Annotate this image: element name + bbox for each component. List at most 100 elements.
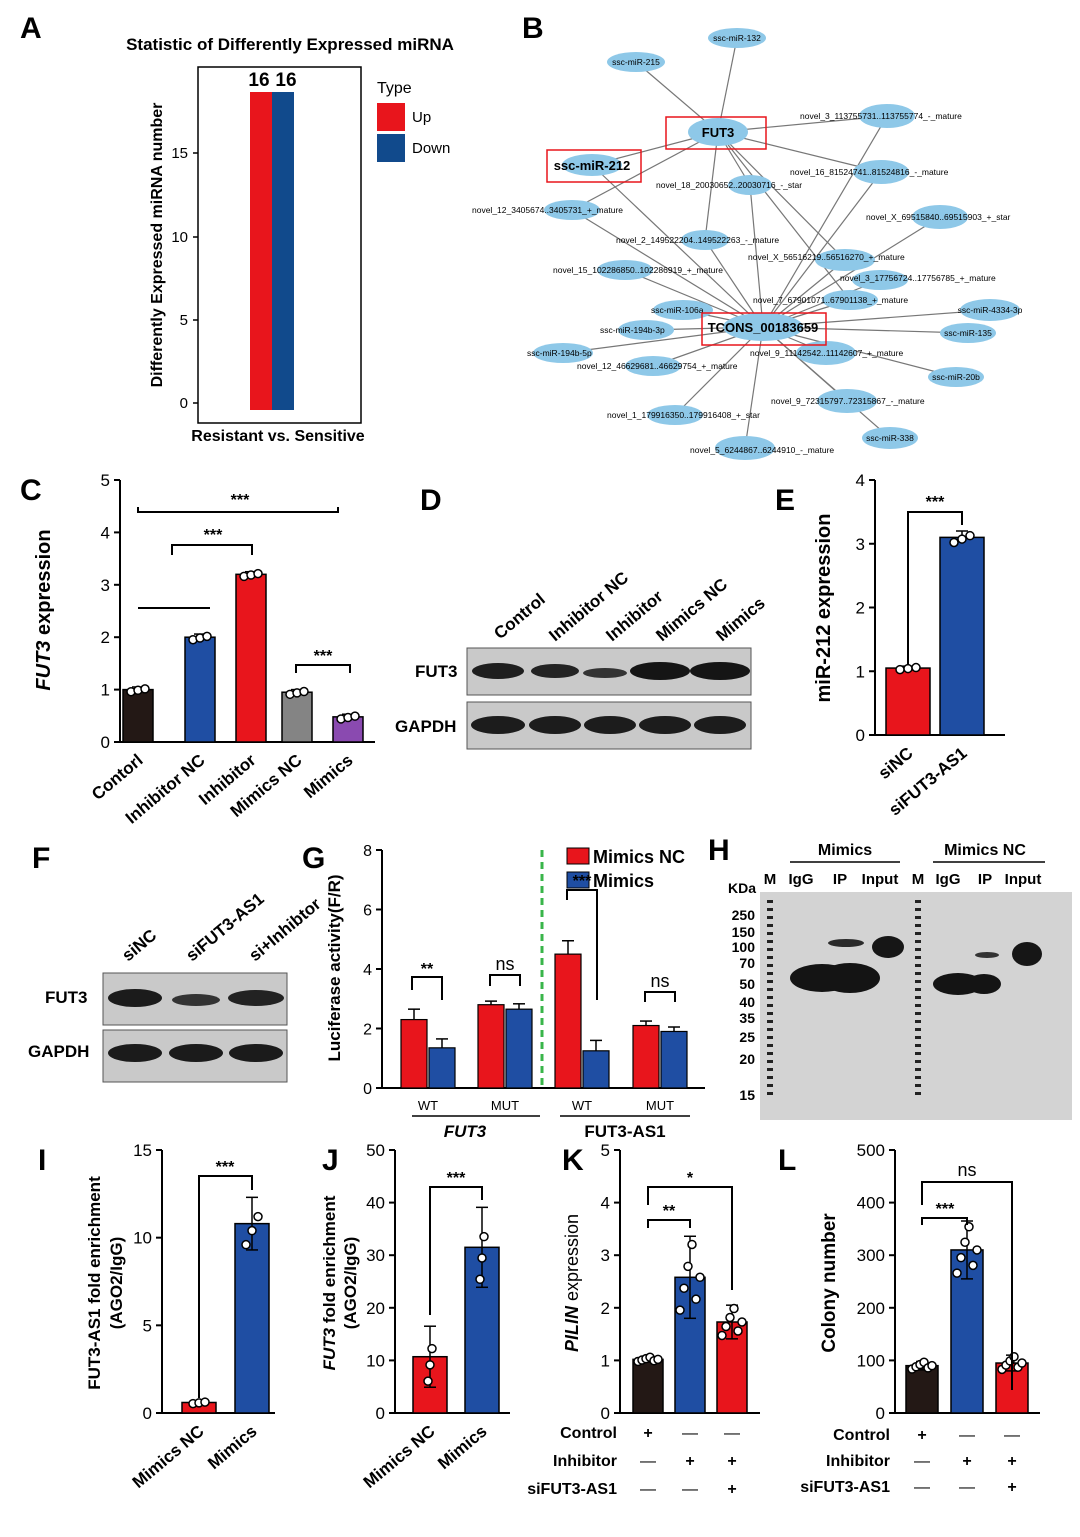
sig-bracket [295, 664, 351, 673]
bar [184, 636, 216, 743]
network-node [681, 230, 729, 250]
blot-lane-label: siNC [118, 926, 160, 965]
panel-letter-a: A [20, 12, 42, 45]
ladder-band [915, 932, 921, 935]
highlight-box-mir212 [546, 149, 642, 183]
network-node-label: novel_18_20030652..20030716_-_star [656, 180, 802, 190]
y-tick-label: 0 [363, 1081, 372, 1098]
ladder-band [767, 1020, 773, 1023]
network-node-label: novel_16_81524741..81524816_-_mature [790, 167, 949, 177]
ladder-band [915, 1076, 921, 1079]
x-tick-label: siNC [875, 744, 917, 783]
y-tick-label: 300 [857, 1246, 885, 1265]
sig-bracket [171, 544, 253, 555]
data-point [729, 1303, 739, 1314]
marker-ladder [767, 900, 921, 1095]
x-tick-label: MUT [646, 1098, 674, 1113]
panel-e-ylabel: miR-212 expression [813, 514, 835, 703]
bar [582, 1050, 610, 1089]
blot-band-ip [820, 963, 880, 993]
panel-c-ylabel-rest: expression [33, 529, 55, 640]
y-tick-label: 1 [856, 662, 865, 681]
x-tick-label: MUT [491, 1098, 519, 1113]
ladder-band [915, 940, 921, 943]
network-node [562, 154, 622, 176]
blot-band [228, 990, 284, 1006]
panel-c-ylabel-gene: FUT3 [33, 641, 55, 691]
bar [234, 1222, 270, 1414]
ladder-band [767, 1036, 773, 1039]
network-node-label: novel_X_69515840..69515903_+_star [866, 212, 1011, 222]
panel-letter-k: K [562, 1144, 584, 1177]
bar [477, 1004, 505, 1089]
blot-group-label: Mimics [818, 842, 872, 859]
row-label: Inhibitor [553, 1453, 617, 1470]
sign: — [914, 1453, 930, 1470]
panel-j-ylabel-line2: (AGO2/IgG) [341, 1237, 360, 1330]
edge [717, 131, 851, 301]
sign: — [959, 1479, 975, 1496]
blot-band-ip-upper [975, 952, 999, 958]
ladder-band [767, 948, 773, 951]
marker-label: 35 [739, 1010, 755, 1026]
panel-a-bar-down [272, 92, 294, 410]
ladder-band [767, 1044, 773, 1047]
panel-a-label-down: 16 [275, 70, 296, 91]
panel-k-bars [632, 1235, 748, 1414]
network-node [862, 427, 918, 449]
marker-label: 40 [739, 994, 755, 1010]
ladder-band [767, 1060, 773, 1063]
sig-bracket [429, 1186, 483, 1315]
data-point [956, 1252, 966, 1263]
y-tick-label: 2 [601, 1299, 610, 1318]
data-point [423, 1376, 433, 1386]
edge [717, 131, 882, 173]
panel-l-bars [905, 1220, 1029, 1414]
sign: — [682, 1425, 698, 1442]
y-tick-label: 2 [856, 599, 865, 618]
sig-label: *** [314, 648, 333, 665]
ladder-band [915, 1044, 921, 1047]
bar [428, 1047, 456, 1089]
blot-lane-label: Control [490, 590, 549, 643]
data-point [299, 686, 309, 697]
sig-label: *** [204, 527, 223, 544]
panel-f: F siNC siFUT3-AS1 si+Inhibtor FUT3 GAPDH [28, 842, 325, 1083]
sig-bracket [489, 974, 521, 986]
data-point [202, 631, 212, 642]
network-node [708, 28, 766, 48]
data-point [972, 1245, 982, 1255]
network-node [533, 343, 593, 363]
sig-bracket [647, 1186, 733, 1290]
bar [939, 536, 985, 736]
sig-label: ns [957, 1160, 976, 1180]
ladder-band [767, 972, 773, 975]
ladder-band [915, 924, 921, 927]
sig-bracket [644, 991, 676, 1002]
sign: — [914, 1479, 930, 1496]
data-point [687, 1239, 697, 1250]
panel-i-ylabel-line2: (AGO2/IgG) [107, 1237, 126, 1330]
y-tick-label: 0 [376, 1404, 385, 1423]
panel-c-ylabel: FUT3 expression [33, 529, 55, 690]
data-point [683, 1261, 693, 1272]
y-tick-label: 4 [856, 471, 865, 490]
bar [632, 1358, 664, 1414]
panel-k-ylabel-rest: expression [562, 1214, 582, 1306]
network-node-label: ssc-miR-132 [713, 33, 761, 43]
sig-bracket [647, 1219, 691, 1228]
y-tick-label: 10 [133, 1229, 152, 1248]
x-tick-label: Mimics NC [129, 1422, 208, 1492]
sig-label: *** [447, 1170, 466, 1187]
ladder-band [767, 932, 773, 935]
ladder-band [915, 964, 921, 967]
network-node [653, 300, 713, 320]
data-point [477, 1253, 487, 1263]
y-tick-label: 50 [366, 1141, 385, 1160]
kda-label: KDa [728, 880, 756, 896]
ladder-band [767, 988, 773, 991]
sign: + [1007, 1479, 1016, 1496]
ladder-band [767, 980, 773, 983]
